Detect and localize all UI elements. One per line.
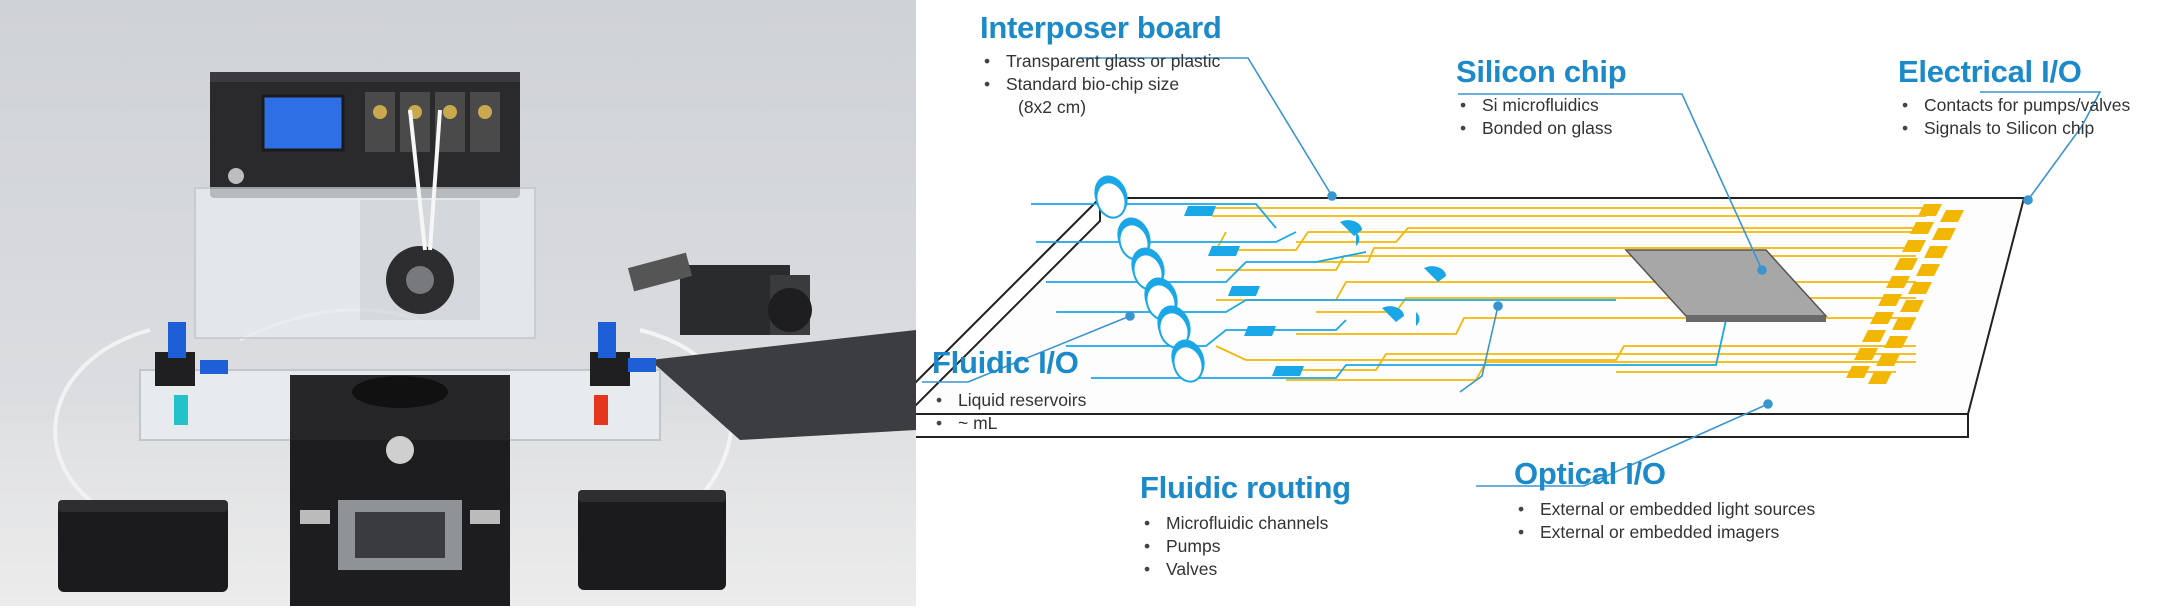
callout-fluidic-io: Fluidic I/O Liquid reservoirs ~ mL [932, 345, 1086, 435]
callout-electrical-io-title: Electrical I/O [1898, 54, 2082, 89]
callout-fluidic-io-bullets: Liquid reservoirs ~ mL [932, 389, 1086, 435]
bullet-item: Liquid reservoirs [932, 389, 1086, 412]
callout-fluidic-io-title: Fluidic I/O [932, 345, 1079, 380]
callout-optical-io-bullets: External or embedded light sources Exter… [1514, 498, 1815, 544]
xyz-stage [290, 375, 510, 606]
bullet-item: Signals to Silicon chip [1898, 117, 2130, 140]
optical-breadboard [627, 252, 916, 440]
callout-interposer-board-title: Interposer board [980, 10, 1222, 45]
callout-fluidic-routing-title: Fluidic routing [1140, 470, 1351, 505]
fluidic-reservoirs [1094, 175, 1205, 383]
bullet-item: ~ mL [932, 412, 1086, 435]
bullet-item: Microfluidic channels [1140, 512, 1351, 535]
electrical-contacts [1846, 204, 1964, 384]
setup-photo [0, 0, 916, 606]
callout-electrical-io: Electrical I/O Contacts for pumps/valves… [1898, 54, 2130, 140]
setup-photo-drawing [0, 0, 916, 606]
bullet-item: External or embedded imagers [1514, 521, 1815, 544]
callout-optical-io: Optical I/O External or embedded light s… [1514, 456, 1815, 544]
bullet-item: Si microfluidics [1456, 94, 1626, 117]
callout-optical-io-title: Optical I/O [1514, 456, 1666, 491]
silicon-chip [1624, 249, 1828, 322]
controller-box-left [58, 500, 228, 592]
bullet-item: External or embedded light sources [1514, 498, 1815, 521]
callout-interposer-board: Interposer board Transparent glass or pl… [980, 10, 1222, 119]
bullet-continuation: (8x2 cm) [1018, 97, 1087, 117]
callout-silicon-chip-title: Silicon chip [1456, 54, 1627, 89]
pump-unit [210, 72, 520, 198]
pumps-and-valves [1184, 206, 1446, 376]
callout-fluidic-routing: Fluidic routing Microfluidic channels Pu… [1140, 470, 1351, 581]
acrylic-stand [194, 187, 536, 339]
callout-interposer-board-bullets: Transparent glass or plastic Standard bi… [980, 50, 1222, 96]
callout-fluidic-routing-bullets: Microfluidic channels Pumps Valves [1140, 512, 1351, 581]
callout-electrical-io-bullets: Contacts for pumps/valves Signals to Sil… [1898, 94, 2130, 140]
bullet-item: Bonded on glass [1456, 117, 1626, 140]
bullet-item: Pumps [1140, 535, 1351, 558]
interposer-diagram [916, 57, 2102, 487]
controller-box-right [578, 490, 726, 590]
callout-silicon-chip-bullets: Si microfluidics Bonded on glass [1456, 94, 1626, 140]
bullet-item: Standard bio-chip size [980, 73, 1222, 96]
bullet-item: Valves [1140, 558, 1351, 581]
bullet-item: Transparent glass or plastic [980, 50, 1222, 73]
bullet-item: Contacts for pumps/valves [1898, 94, 2130, 117]
callout-silicon-chip: Silicon chip Si microfluidics Bonded on … [1456, 54, 1627, 140]
